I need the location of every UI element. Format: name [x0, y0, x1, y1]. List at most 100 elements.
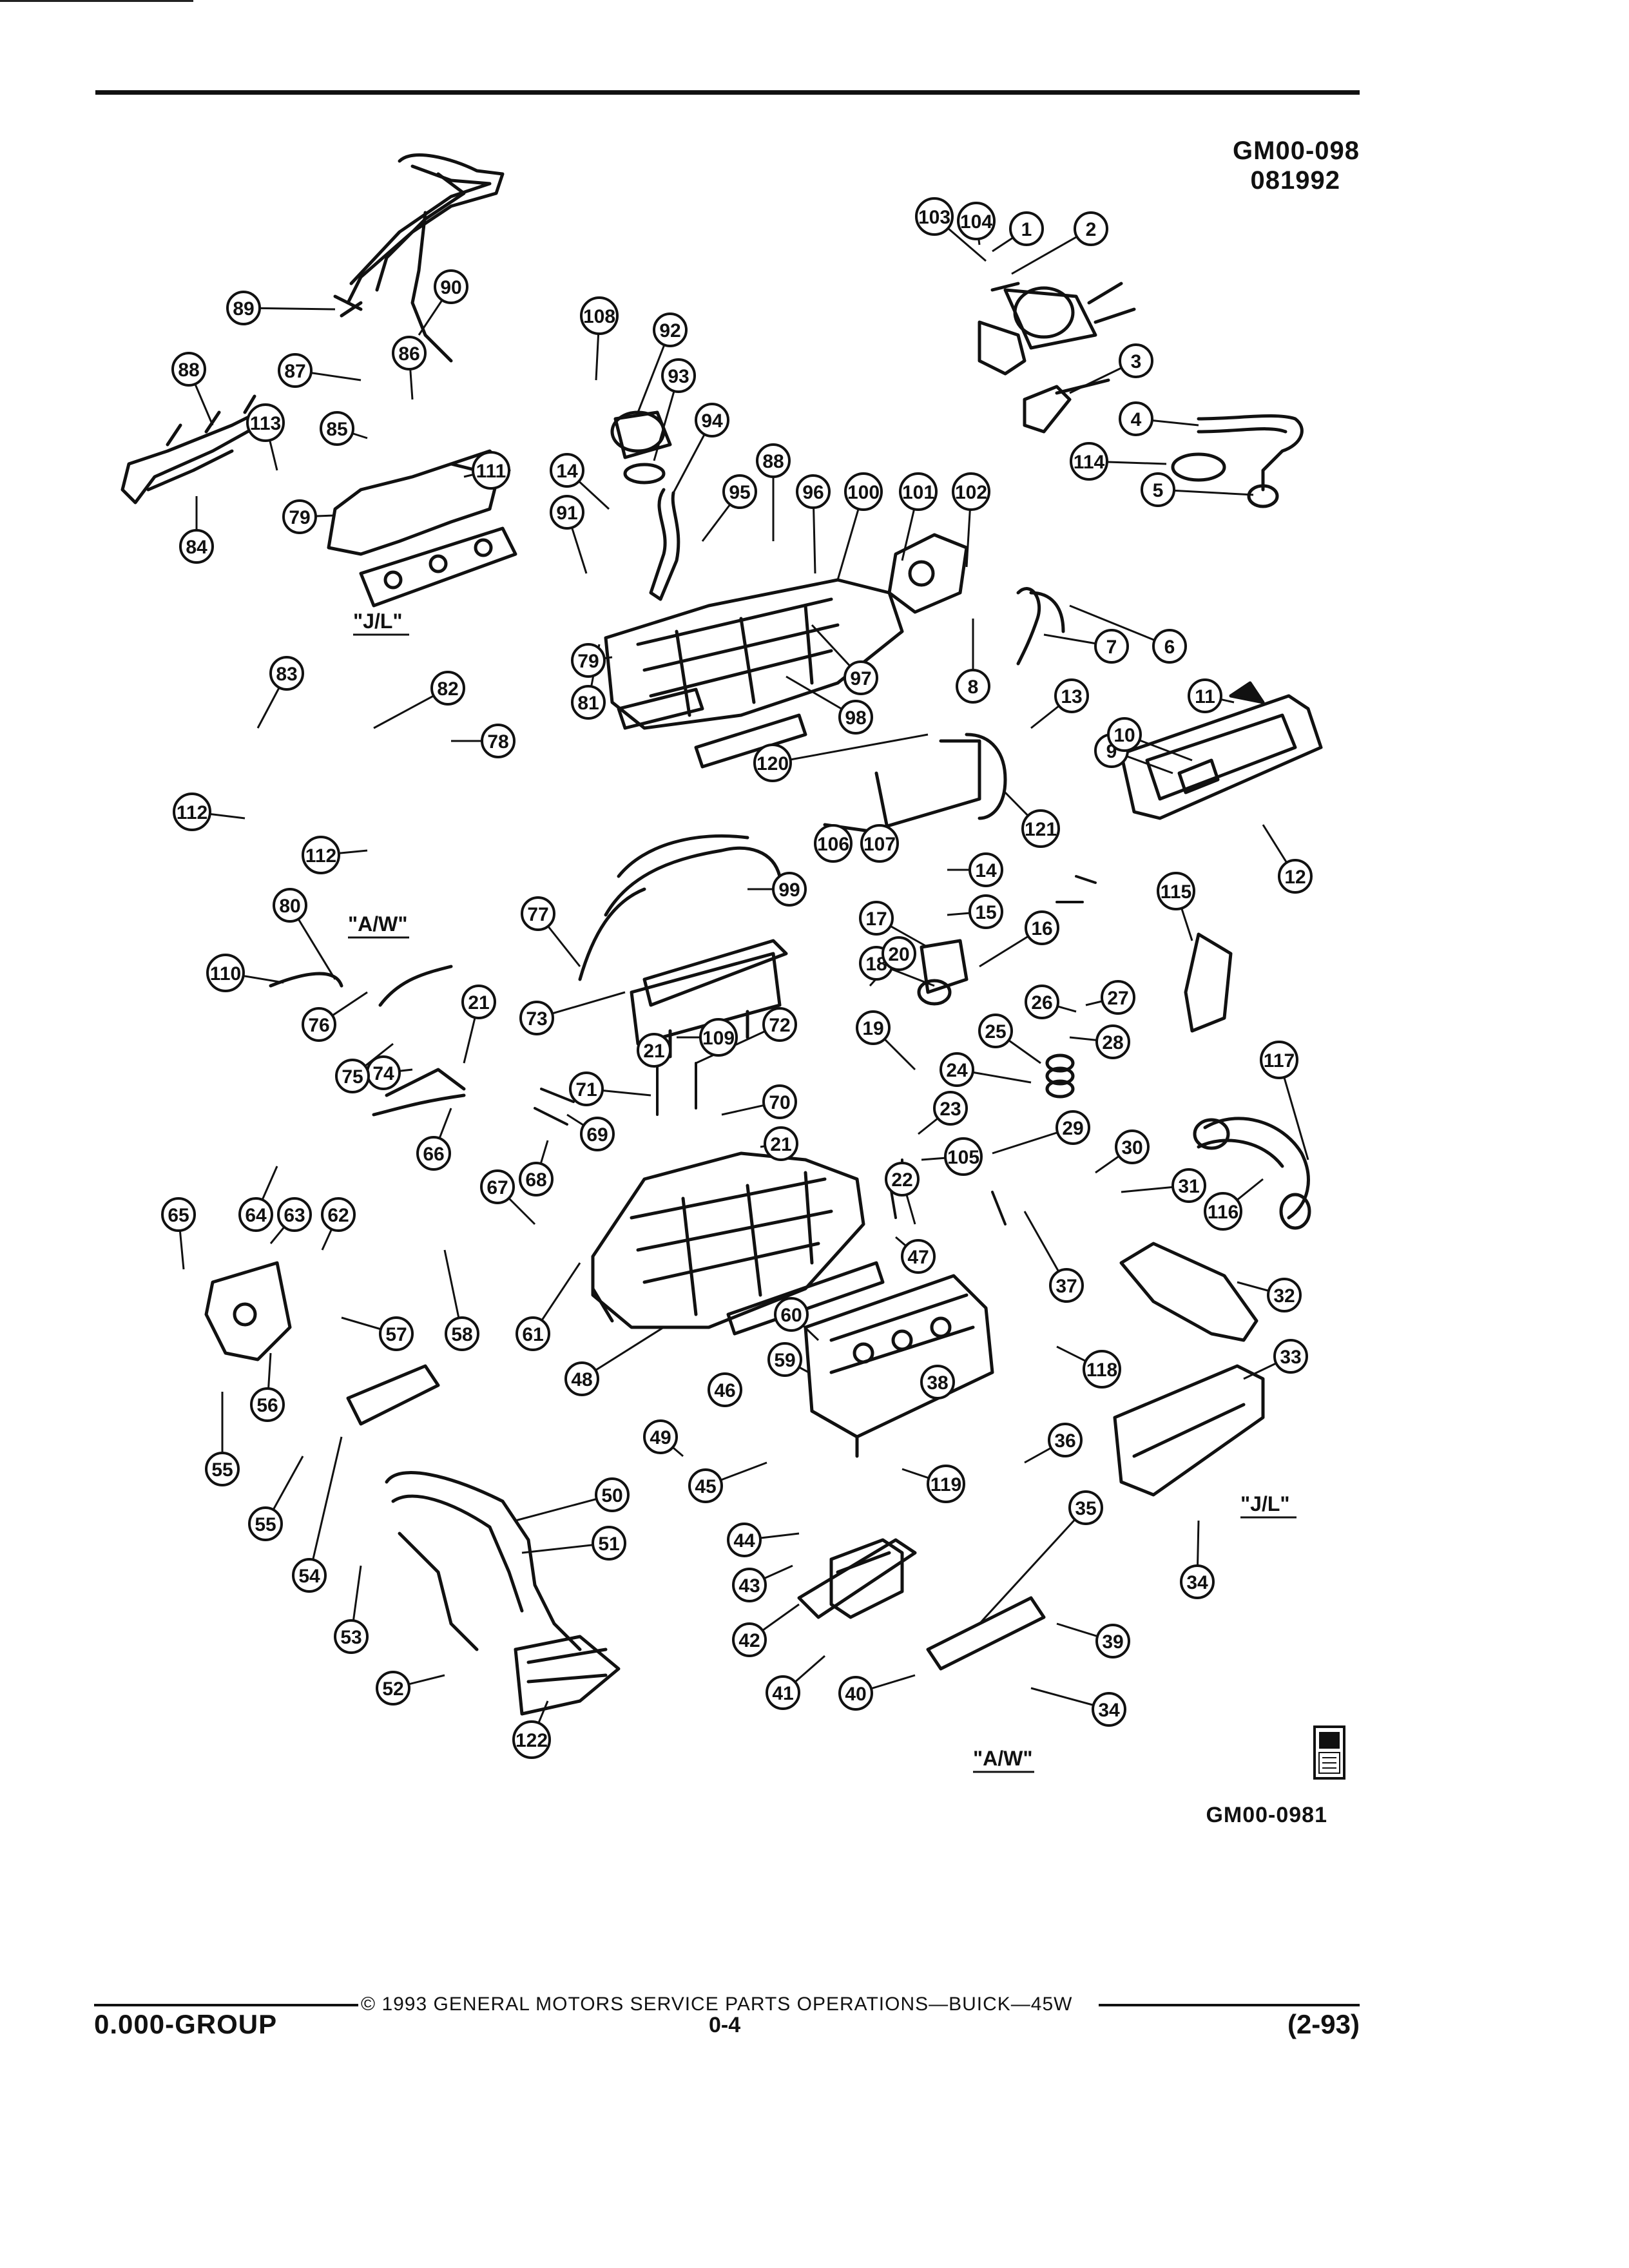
callout-33: 33	[1273, 1339, 1308, 1374]
callout-116: 116	[1204, 1192, 1242, 1231]
callout-circle	[335, 1059, 370, 1093]
callout-79: 79	[282, 499, 317, 534]
callout-number: 58	[451, 1324, 472, 1345]
callout-62: 62	[321, 1197, 356, 1232]
copyright-text: © 1993 GENERAL MOTORS SERVICE PARTS OPER…	[361, 1994, 1073, 2015]
callout-number: 120	[757, 753, 789, 774]
callout-leader	[1069, 604, 1170, 648]
callout-number: 17	[865, 908, 887, 930]
callout-circle	[273, 888, 307, 923]
callout-114: 114	[1070, 442, 1108, 481]
callout-number: 2	[1086, 219, 1097, 240]
callout-number: 46	[714, 1380, 735, 1401]
lift-bracket-part	[346, 1364, 440, 1426]
callout-circle	[1021, 809, 1060, 848]
callout-number: 33	[1280, 1347, 1301, 1368]
callout-43: 43	[732, 1568, 767, 1602]
callout-7: 7	[1094, 629, 1129, 664]
callout-circle	[978, 1014, 1013, 1048]
callout-number: 40	[845, 1684, 866, 1705]
callout-number: 99	[778, 879, 800, 901]
callout-circle	[292, 1558, 327, 1593]
callout-circle	[430, 671, 465, 706]
callout-12: 12	[1278, 859, 1313, 894]
callout-number: 97	[850, 668, 871, 689]
callout-number: 73	[526, 1008, 547, 1030]
callout-circle	[688, 1468, 723, 1503]
intake-gasket-part	[591, 1261, 885, 1336]
callout-number: 19	[862, 1018, 883, 1039]
callout-circle	[1188, 678, 1222, 713]
callout-69: 69	[580, 1117, 615, 1151]
callout-circle	[915, 197, 954, 236]
callout-number: 118	[1086, 1360, 1117, 1381]
callout-number: 112	[177, 802, 207, 823]
callout-28: 28	[1095, 1024, 1130, 1059]
callout-number: 41	[772, 1683, 793, 1704]
callout-84: 84	[179, 529, 214, 564]
callout-number: 122	[516, 1730, 548, 1751]
callout-circle	[764, 1126, 798, 1161]
callout-circle	[1009, 211, 1044, 246]
callout-72: 72	[762, 1007, 797, 1042]
callout-circle	[1094, 629, 1129, 664]
callout-98: 98	[838, 700, 873, 735]
callout-26: 26	[1025, 985, 1059, 1019]
callout-circle	[481, 724, 516, 758]
callout-number: 91	[556, 503, 577, 524]
callout-circle	[1141, 472, 1175, 507]
callout-36: 36	[1048, 1423, 1083, 1457]
callout-111: 111	[472, 451, 510, 490]
callout-65: 65	[161, 1197, 196, 1232]
callout-48: 48	[564, 1361, 599, 1396]
callout-number: 12	[1284, 867, 1306, 888]
callout-number: 55	[255, 1514, 276, 1535]
callout-circle	[269, 656, 304, 691]
variant-label-aw-mid: "A/W"	[348, 912, 408, 936]
callout-number: 80	[279, 896, 300, 917]
callout-number: 107	[863, 834, 896, 855]
callout-circle	[1157, 872, 1195, 910]
callout-circle	[856, 1010, 891, 1045]
callout-122: 122	[512, 1720, 551, 1759]
callout-90: 90	[434, 269, 468, 304]
callout-circle	[564, 1361, 599, 1396]
crossover-pipe-part	[1193, 1117, 1311, 1230]
callout-number: 102	[955, 482, 987, 503]
callout-circle	[550, 453, 584, 488]
callout-41: 41	[766, 1675, 800, 1710]
callout-21: 21	[461, 985, 496, 1019]
callout-number: 67	[487, 1177, 508, 1198]
callout-58: 58	[445, 1316, 479, 1351]
callout-19: 19	[856, 1010, 891, 1045]
callout-40: 40	[838, 1676, 873, 1711]
callout-circle	[1092, 1692, 1126, 1727]
callout-number: 119	[930, 1474, 961, 1495]
callout-number: 116	[1208, 1202, 1239, 1223]
variant-label-aw-bottom: "A/W"	[973, 1747, 1033, 1770]
callout-number: 30	[1121, 1137, 1142, 1158]
callout-13: 13	[1054, 678, 1089, 713]
callout-60: 60	[774, 1297, 809, 1332]
callout-circle	[277, 1197, 312, 1232]
callout-89: 89	[226, 291, 261, 325]
callout-circle	[969, 852, 1003, 887]
header-rule	[95, 90, 1360, 95]
callout-number: 8	[968, 677, 979, 698]
callout-circle	[1273, 1339, 1308, 1374]
callout-number: 28	[1102, 1032, 1123, 1053]
callout-circle	[920, 1365, 955, 1399]
callout-number: 15	[975, 902, 996, 923]
callout-circle	[1180, 1564, 1215, 1599]
callout-circle	[762, 1007, 797, 1042]
callout-circle	[767, 1342, 802, 1377]
callout-number: 92	[659, 320, 680, 341]
callout-number: 65	[168, 1205, 189, 1226]
fuel-rail-part	[120, 394, 273, 505]
callout-112: 112	[173, 793, 211, 831]
callout-38: 38	[920, 1365, 955, 1399]
callout-117: 117	[1260, 1041, 1298, 1079]
figure-code: GM00-0981	[1206, 1803, 1327, 1827]
callout-110: 110	[206, 954, 245, 992]
callout-25: 25	[978, 1014, 1013, 1048]
